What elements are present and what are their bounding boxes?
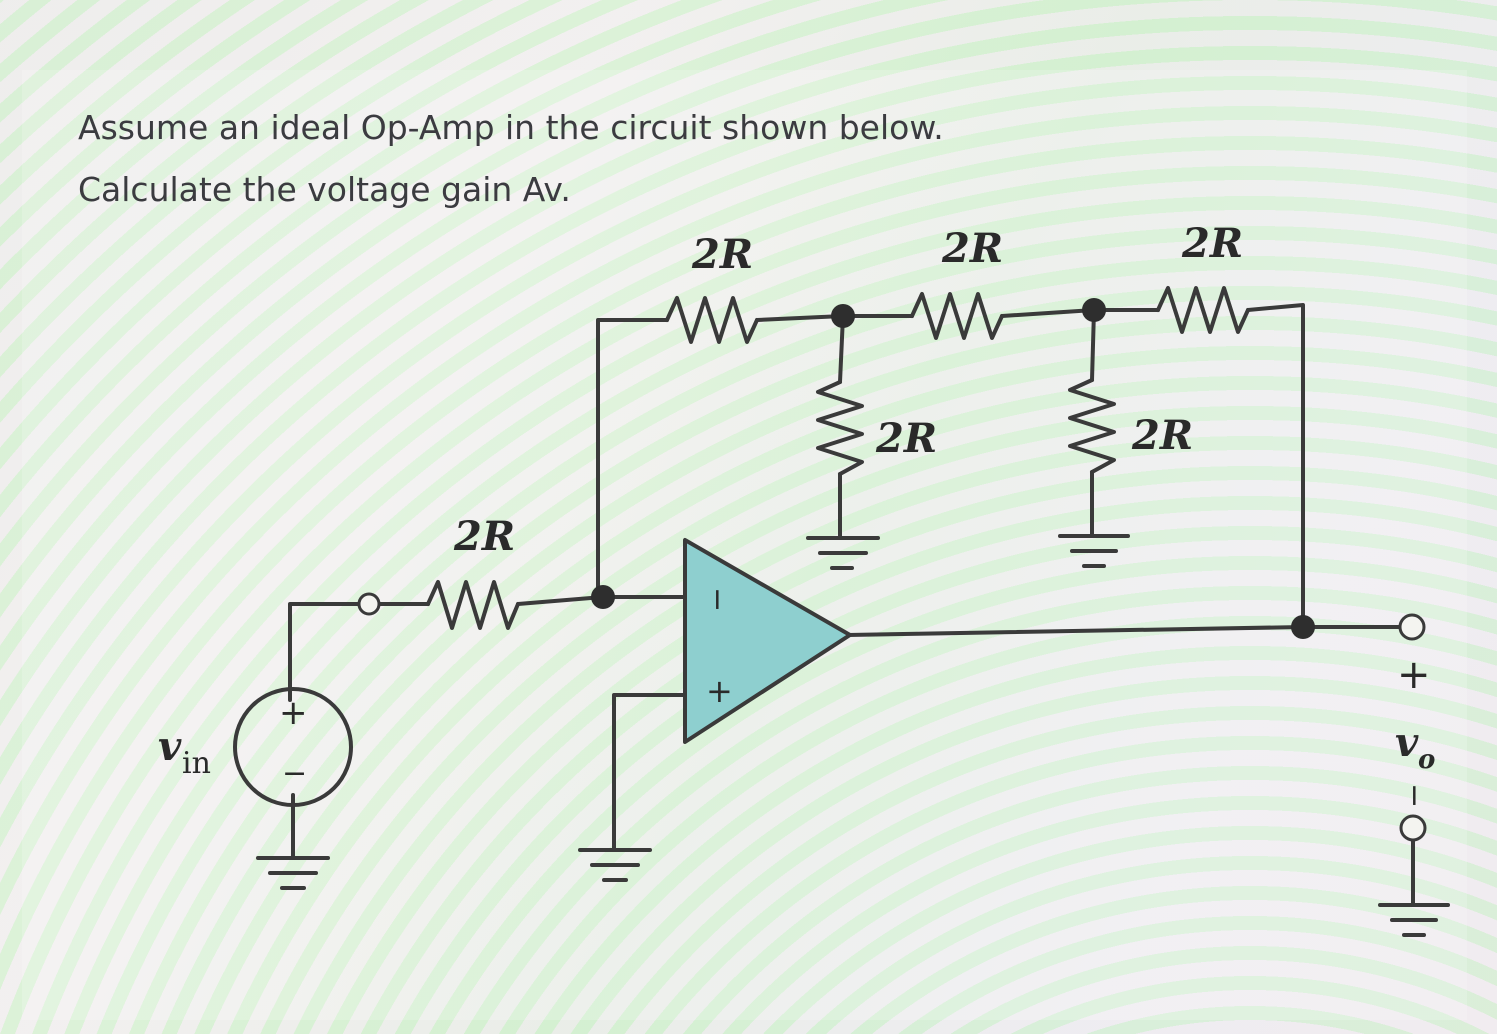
junction-top2 <box>1082 298 1106 322</box>
ground-shunt2 <box>1058 534 1130 568</box>
output-terminal-plus <box>1398 613 1426 641</box>
question-line-2: Calculate the voltage gain Av. <box>78 170 571 209</box>
wire-top2-right <box>1000 308 1096 318</box>
label-vin-subscript: in <box>182 746 211 781</box>
source-plus-sign: + <box>279 693 308 733</box>
question-text: Assume an ideal Op-Amp in the circuit sh… <box>78 97 944 221</box>
resistor-top3 <box>1156 286 1250 334</box>
opamp-minus-sign: − <box>700 587 735 612</box>
input-terminal <box>357 592 381 616</box>
output-minus-sign: − <box>1397 783 1432 808</box>
resistor-shunt2 <box>1068 378 1116 474</box>
label-r-top3: 2R <box>1181 220 1243 267</box>
opamp-triangle <box>683 538 852 744</box>
wire-input-res-right <box>516 595 605 606</box>
wire-source-up <box>288 602 362 702</box>
label-vin: v <box>158 723 182 770</box>
wire-output <box>846 625 1402 637</box>
ground-output <box>1378 903 1450 937</box>
label-vo: v <box>1395 719 1419 766</box>
wire-noninverting <box>612 693 687 852</box>
resistor-input <box>426 580 520 630</box>
label-r-shunt2: 2R <box>1131 412 1193 459</box>
question-line-1: Assume an ideal Op-Amp in the circuit sh… <box>78 108 944 147</box>
label-r-shunt1: 2R <box>875 415 937 462</box>
junction-inverting <box>591 585 615 609</box>
ground-source <box>256 856 330 890</box>
output-plus-sign: + <box>1397 652 1431 698</box>
ground-shunt1 <box>806 536 880 570</box>
resistor-top1 <box>665 296 759 344</box>
label-r-input: 2R <box>453 513 515 560</box>
label-r-top2: 2R <box>941 225 1003 272</box>
source-minus-sign: − <box>282 756 307 791</box>
label-r-top1: 2R <box>691 231 753 278</box>
ground-opamp <box>578 848 652 882</box>
resistor-top2 <box>910 292 1004 340</box>
junction-output <box>1291 615 1315 639</box>
resistor-shunt1 <box>816 380 864 476</box>
opamp-plus-sign: + <box>706 672 733 710</box>
wire-top1-right <box>755 314 845 322</box>
output-terminal-minus <box>1399 814 1427 842</box>
junction-top1 <box>831 304 855 328</box>
voltage-source <box>233 687 353 807</box>
label-vo-subscript: o <box>1418 745 1435 775</box>
content-panel <box>22 70 1467 1020</box>
wire-top3-right <box>1246 303 1305 629</box>
wire-feedback-up <box>596 318 669 599</box>
